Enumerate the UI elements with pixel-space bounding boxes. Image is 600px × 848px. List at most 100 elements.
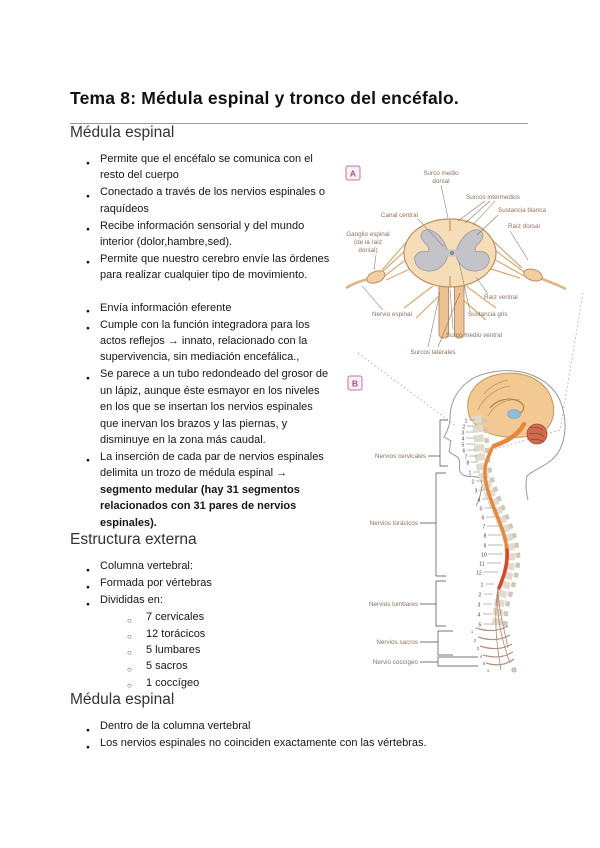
panel-b-sagittal-view: B	[347, 370, 566, 673]
sub-bullet-item: 7 cervicales	[70, 609, 370, 629]
bullet-item: Cumple con la función integradora para l…	[70, 317, 332, 366]
bullet-item: Permite que nuestro cerebro envíe las ór…	[70, 251, 332, 284]
bullet-item: Se parece a un tubo redondeado del groso…	[70, 366, 332, 448]
svg-text:1: 1	[471, 629, 474, 634]
bold-text-segmento-medular: segmento medular (hay 31 segmentos relac…	[100, 483, 300, 529]
skull-back-outline	[487, 370, 566, 501]
label-ganglio-espinal-2: (de la raíz	[354, 239, 382, 246]
sacral-bracket	[420, 630, 453, 656]
sub-bullet-item: 5 sacros	[70, 658, 370, 678]
bullet-item: Conectado a través de los nervios espina…	[70, 184, 332, 217]
svg-text:12: 12	[476, 571, 482, 577]
brainstem	[491, 421, 527, 449]
locator-dashed-line-right	[477, 292, 584, 455]
svg-text:2: 2	[479, 593, 482, 599]
svg-text:5: 5	[479, 623, 482, 629]
sub-bullet-item: 5 lumbares	[70, 642, 370, 662]
svg-text:2: 2	[463, 425, 466, 431]
label-surcos-intermedios: Surcos intermedios	[466, 194, 520, 201]
label-sustancia-gris: Sustancia gris	[468, 311, 508, 318]
label-surco-medio-dorsal: Surco medio	[423, 170, 459, 177]
sacrum	[475, 625, 517, 673]
svg-text:3: 3	[477, 646, 480, 651]
svg-text:4: 4	[462, 437, 465, 443]
left-spinal-nerve	[345, 277, 369, 290]
label-surcos-laterales: Surcos laterales	[410, 349, 455, 356]
panel-b-box	[347, 375, 363, 391]
svg-text:3: 3	[462, 431, 465, 437]
label-ganglio-espinal-3: dorsal)	[358, 247, 377, 254]
thoracic-bracket	[420, 472, 446, 577]
left-dorsal-root-ganglion	[366, 270, 386, 284]
svg-text:10: 10	[481, 553, 487, 559]
thoracic-numbers: 1 2 3 4 5 6 7 8 9 10 11 12	[469, 471, 503, 577]
coccygeal-bracket	[420, 656, 478, 667]
label-sustancia-blanca: Sustancia blanca	[498, 207, 546, 214]
svg-text:8: 8	[467, 461, 470, 467]
right-dorsal-root-ganglion	[523, 268, 543, 282]
bullet-item: Permite que el encéfalo se comunica con …	[70, 151, 332, 184]
label-ganglio-espinal: Ganglio espinal	[346, 231, 389, 238]
title-divider	[70, 123, 528, 124]
svg-text:4: 4	[478, 498, 481, 504]
text-column: Tema 8: Médula espinal y tronco del encé…	[70, 88, 540, 757]
svg-text:2: 2	[472, 480, 475, 486]
svg-text:6: 6	[463, 449, 466, 455]
svg-text:4: 4	[478, 613, 481, 619]
panel-a-letter: A	[350, 169, 356, 179]
svg-text:11: 11	[479, 562, 484, 568]
sub-bullet-item: 12 torácicos	[70, 626, 370, 646]
left-rootlets	[379, 237, 413, 281]
panel-a-box	[345, 165, 361, 181]
svg-text:1: 1	[465, 419, 468, 425]
svg-text:2: 2	[474, 638, 477, 643]
label-surco-medio-ventral: Surco medio ventral	[446, 332, 502, 339]
cerebellum-folds	[528, 427, 545, 443]
lumbar-numbers: 1 2 3 4 5	[478, 583, 494, 629]
svg-text:7: 7	[465, 455, 468, 461]
label-surco-medio-dorsal-2: dorsal	[432, 178, 449, 185]
bullet-item: Recibe información sensorial y del mundo…	[70, 218, 332, 251]
svg-text:8: 8	[484, 534, 487, 540]
label-raiz-dorsal: Raíz dorsal	[508, 223, 540, 230]
spinal-cord-illustration: A	[345, 165, 584, 673]
panel-b-letter: B	[352, 379, 358, 389]
right-rootlets	[487, 237, 525, 279]
bullet-item-segmento-medular: La inserción de cada par de nervios espi…	[70, 449, 332, 531]
cord-red-highlight	[497, 548, 509, 590]
brain-gyri-lines	[477, 379, 521, 417]
bullet-list-medula-group1: Permite que el encéfalo se comunica con …	[70, 151, 332, 284]
label-canal-central: Canal central	[381, 212, 418, 219]
bullet-item: Columna vertebral:	[70, 558, 332, 579]
central-canal-dot	[450, 251, 454, 255]
spinal-cord-figure: A	[338, 158, 600, 698]
label-nervios-lumbares: Nervios lumbares	[369, 601, 418, 608]
cauda-equina	[495, 587, 511, 671]
bullet-list-estructura: Columna vertebral: Formada por vértebras…	[70, 558, 332, 613]
label-nervio-coccigeo: Nervio coccígeo	[373, 659, 419, 666]
bullet-list-medula-2: Dentro de la columna vertebral Los nervi…	[70, 718, 530, 756]
sub-bullet-list-vertebras: 7 cervicales 12 torácicos 5 lumbares 5 s…	[70, 609, 370, 695]
thalamus-blue-region	[507, 409, 521, 419]
lumbar-bracket	[420, 580, 446, 627]
section-heading-estructura-externa: Estructura externa	[70, 531, 197, 549]
svg-text:9: 9	[484, 544, 487, 550]
right-spinal-nerve	[539, 276, 567, 291]
section-heading-medula-espinal: Médula espinal	[70, 124, 175, 141]
bullet-item: Envía información eferente	[70, 300, 332, 321]
cervical-bracket	[428, 419, 448, 467]
sub-bullet-item: 1 coccígeo	[70, 675, 370, 695]
svg-text:1: 1	[481, 583, 484, 589]
svg-text:6: 6	[482, 516, 485, 522]
corpus-callosum-line	[489, 398, 525, 415]
label-raiz-ventral: Raíz ventral	[484, 294, 518, 301]
bullet-item: Formada por vértebras	[70, 575, 332, 596]
svg-text:3: 3	[475, 489, 478, 495]
cervical-numbers: 1 2 3 4 5 6 7 8	[462, 419, 478, 467]
label-nervio-espinal: Nervio espinal	[372, 311, 412, 318]
label-nervios-cervicales: Nervios cervicales	[375, 453, 426, 460]
bullet-item: Dentro de la columna vertebral	[70, 718, 530, 739]
svg-text:5: 5	[462, 443, 465, 449]
coccyx	[511, 667, 517, 673]
svg-text:5: 5	[480, 507, 483, 513]
